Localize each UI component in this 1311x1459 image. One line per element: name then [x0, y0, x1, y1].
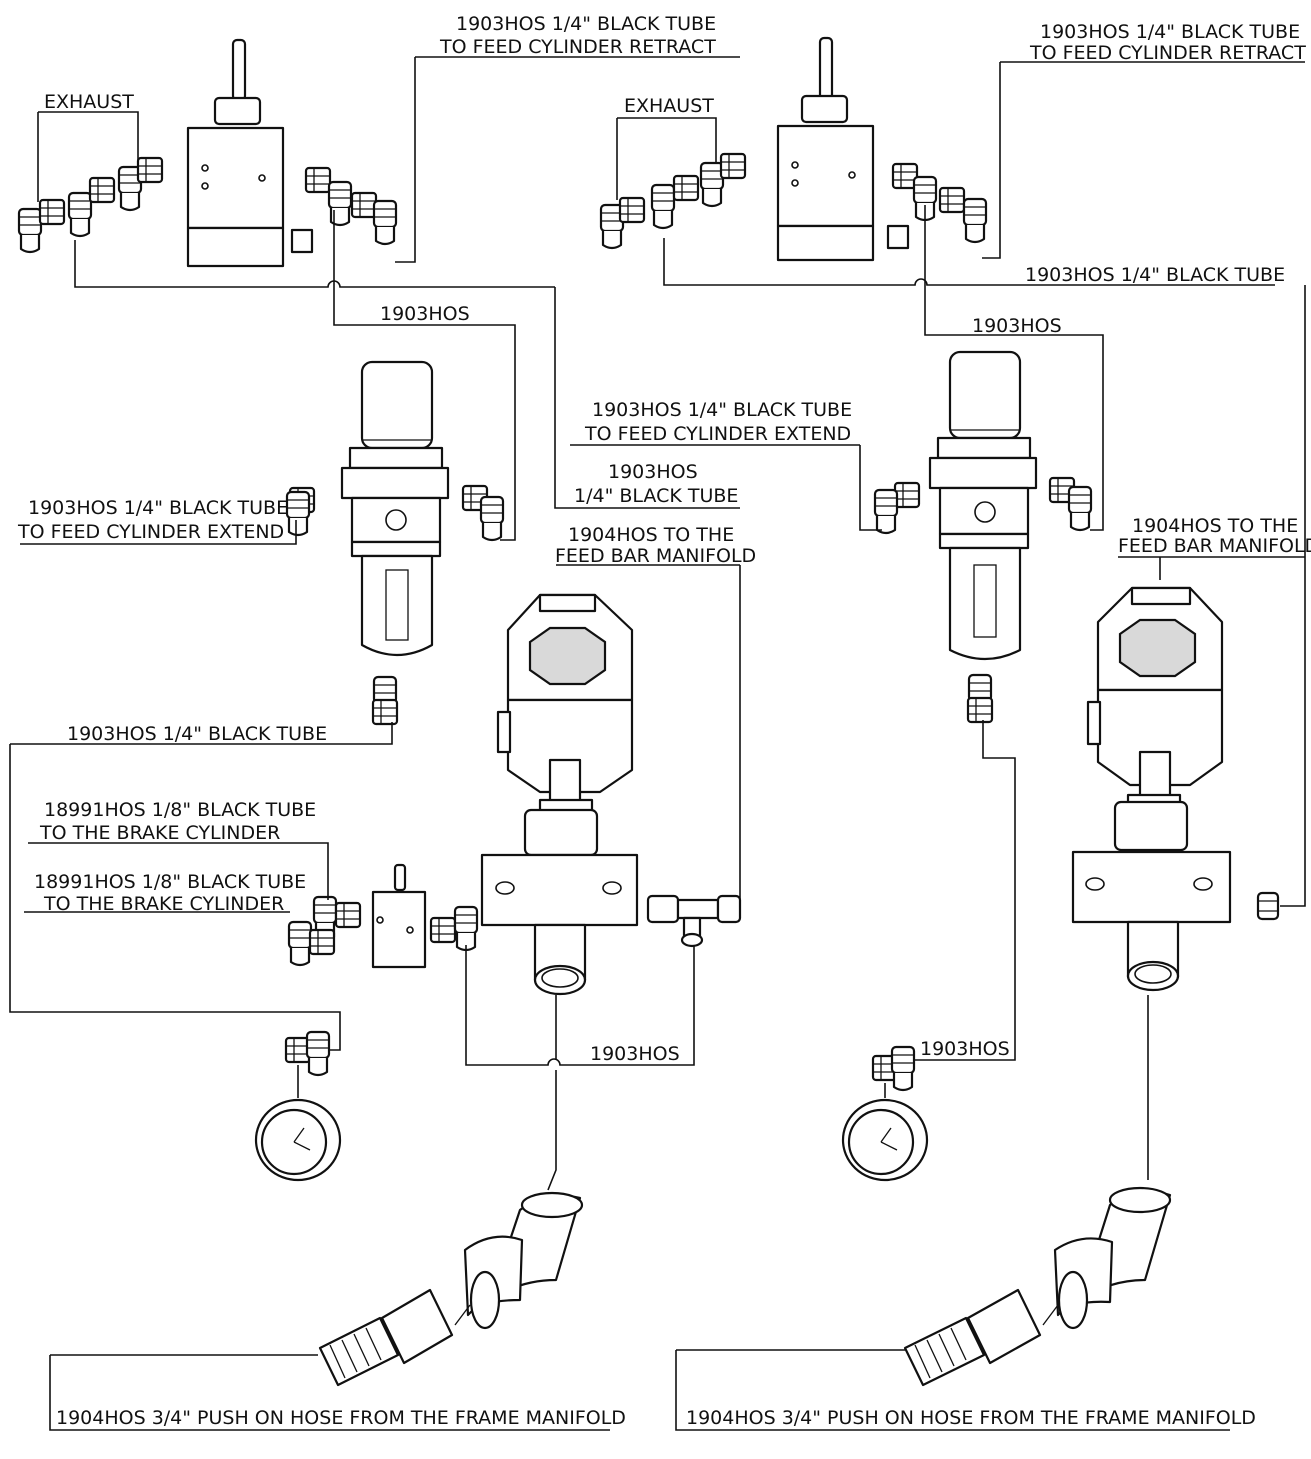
right-elbow-pipe-coupling — [903, 1186, 1172, 1387]
left-extend-side-label-line1: 1903HOS 1/4" BLACK TUBE — [28, 497, 288, 519]
left-push-on-hose-label: 1904HOS 3/4" PUSH ON HOSE FROM THE FRAME… — [56, 1407, 626, 1429]
right-feed-bar-label-line2: FEED BAR MANIFOLD — [1118, 535, 1311, 557]
left-brake2-label-line2: TO THE BRAKE CYLINDER — [43, 893, 284, 915]
left-tubing — [9, 56, 860, 1431]
left-retract-label-line2: TO FEED CYLINDER RETRACT — [439, 36, 716, 58]
left-brake2-label-line1: 18991HOS 1/8" BLACK TUBE — [34, 871, 306, 893]
right-push-on-hose-label: 1904HOS 3/4" PUSH ON HOSE FROM THE FRAME… — [686, 1407, 1256, 1429]
left-extend-side-label-line2: TO FEED CYLINDER EXTEND — [17, 521, 284, 543]
left-valve-port-fittings — [304, 166, 398, 246]
right-exhaust-fittings — [599, 152, 747, 250]
left-extend-top-label-line2: TO FEED CYLINDER EXTEND — [584, 423, 851, 445]
left-bottom-hose-label: 1903HOS — [590, 1043, 680, 1065]
left-brake1-label-line2: TO THE BRAKE CYLINDER — [39, 822, 280, 844]
left-exhaust-label: EXHAUST — [44, 91, 134, 113]
right-labels: 1903HOS 1/4" BLACK TUBE TO FEED CYLINDER… — [624, 21, 1311, 1429]
right-control-valve — [776, 36, 910, 262]
left-brake-valve — [287, 863, 479, 969]
right-exhaust-label: EXHAUST — [624, 95, 714, 117]
left-retract-label-line1: 1903HOS 1/4" BLACK TUBE — [456, 13, 716, 35]
left-main-valve — [480, 593, 639, 996]
left-system: 1903HOS 1/4" BLACK TUBE TO FEED CYLINDER… — [9, 13, 860, 1431]
left-filter-regulator — [285, 360, 505, 726]
left-feed-bar-label-line2: FEED BAR MANIFOLD — [555, 545, 756, 567]
left-black-tube-label-line2: 1/4" BLACK TUBE — [574, 485, 738, 507]
left-labels: 1903HOS 1/4" BLACK TUBE TO FEED CYLINDER… — [17, 13, 852, 1429]
left-black-tube-label-line1: 1903HOS — [608, 461, 698, 483]
left-brake1-label-line1: 18991HOS 1/8" BLACK TUBE — [44, 799, 316, 821]
left-extend-top-label-line1: 1903HOS 1/4" BLACK TUBE — [592, 399, 852, 421]
right-pressure-gauge — [841, 1045, 929, 1182]
left-regulator-hose-label: 1903HOS — [380, 303, 470, 325]
right-main-valve — [1071, 586, 1232, 992]
left-elbow-pipe-coupling — [318, 1191, 584, 1387]
right-gauge-hose-label: 1903HOS — [920, 1038, 1010, 1060]
left-feed-bar-label-line1: 1904HOS TO THE — [568, 524, 734, 546]
right-tubing — [50, 61, 1306, 1431]
right-system: 1903HOS 1/4" BLACK TUBE TO FEED CYLINDER… — [50, 21, 1311, 1431]
right-filter-regulator — [873, 350, 1093, 724]
left-gauge-tube-label: 1903HOS 1/4" BLACK TUBE — [67, 723, 327, 745]
right-manifold-fitting — [1256, 891, 1280, 921]
left-control-valve — [186, 38, 314, 268]
left-exhaust-fittings — [17, 156, 164, 254]
right-retract-label-line2: TO FEED CYLINDER RETRACT — [1029, 42, 1306, 64]
right-feed-bar-label-line1: 1904HOS TO THE — [1132, 515, 1298, 537]
right-regulator-hose-label: 1903HOS — [972, 315, 1062, 337]
left-tee-fitting — [646, 894, 742, 948]
right-retract-label-line1: 1903HOS 1/4" BLACK TUBE — [1040, 21, 1300, 43]
left-pressure-gauge — [254, 1030, 342, 1182]
right-black-tube-label: 1903HOS 1/4" BLACK TUBE — [1025, 264, 1285, 286]
